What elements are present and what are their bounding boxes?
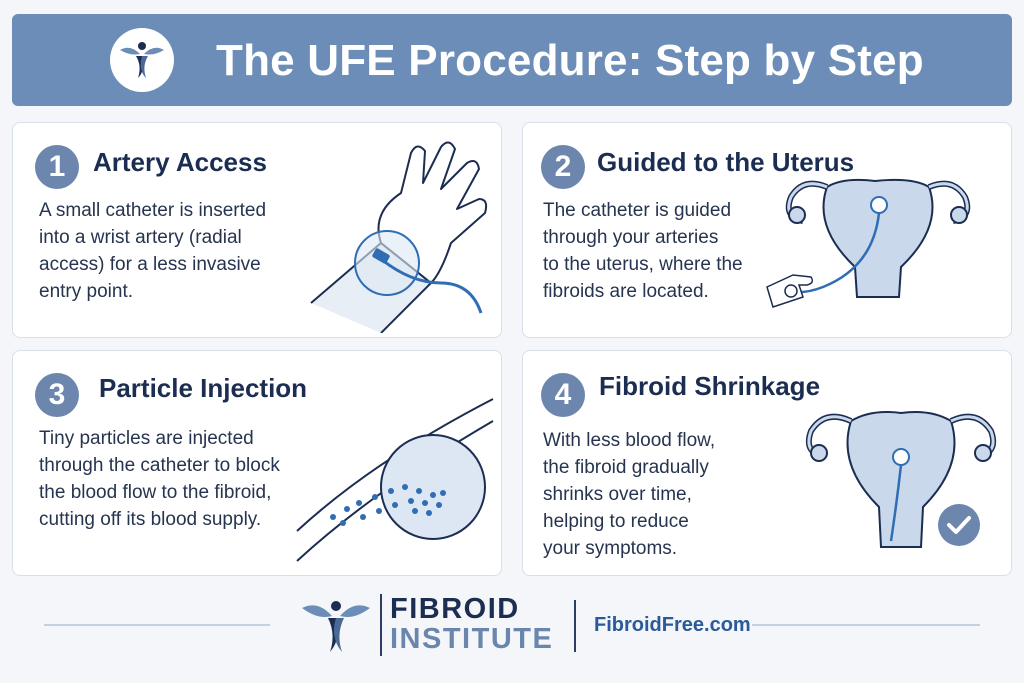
description-line: entry point. xyxy=(39,281,133,302)
description-line: shrinks over time, xyxy=(543,484,692,505)
step-title: Particle Injection xyxy=(99,373,308,403)
footer-rule-left xyxy=(44,624,270,626)
step-description: A small catheter is inserted into a wris… xyxy=(39,197,266,305)
description-line: the blood flow to the fibroid, xyxy=(39,482,272,503)
step-number-badge: 3 xyxy=(35,373,79,417)
header-banner: The UFE Procedure: Step by Step xyxy=(12,14,1012,106)
step-card-1: 1 Artery Access A small catheter is inse… xyxy=(12,122,502,338)
step-title: Guided to the Uterus xyxy=(597,147,855,177)
step-title: Fibroid Shrinkage xyxy=(599,371,821,401)
description-line: to the uterus, where the xyxy=(543,254,743,275)
description-line: access) for a less invasive xyxy=(39,254,261,275)
step-card-2: 2 Guided to the Uterus The catheter is g… xyxy=(522,122,1012,338)
particle-injection-illustration xyxy=(296,398,494,562)
logo-badge xyxy=(110,28,174,92)
description-line: Tiny particles are injected xyxy=(39,428,254,449)
brand-name-line1: FIBROID xyxy=(390,593,520,625)
step-number-badge: 2 xyxy=(541,145,585,189)
checkmark-icon xyxy=(938,504,980,546)
url-divider xyxy=(574,600,576,652)
brand-name-line2: INSTITUTE xyxy=(390,623,554,655)
step-card-3: 3 Particle Injection Tiny particles are … xyxy=(12,350,502,576)
step-number-badge: 1 xyxy=(35,145,79,189)
step-title: Artery Access xyxy=(93,147,267,177)
description-line: The catheter is guided xyxy=(543,200,732,221)
description-line: through your arteries xyxy=(543,227,719,248)
brand-divider xyxy=(380,594,382,656)
wrist-catheter-illustration xyxy=(310,141,488,333)
shrunk-fibroid-illustration xyxy=(805,411,997,548)
description-line: the fibroid gradually xyxy=(543,457,709,478)
step-card-4: 4 Fibroid Shrinkage With less blood flow… xyxy=(522,350,1012,576)
description-line: your symptoms. xyxy=(543,538,678,559)
step-description: Tiny particles are injected through the … xyxy=(39,425,280,533)
description-line: fibroids are located. xyxy=(543,281,709,302)
uterus-catheter-illustration xyxy=(766,178,971,308)
fibroid-institute-logo-icon xyxy=(302,601,370,652)
step-description: With less blood flow, the fibroid gradua… xyxy=(543,427,715,562)
description-line: With less blood flow, xyxy=(543,430,716,451)
website-link[interactable]: FibroidFree.com xyxy=(594,614,751,636)
description-line: through the catheter to block xyxy=(39,455,280,476)
description-line: cutting off its blood supply. xyxy=(39,509,262,530)
ribbon-figure-icon xyxy=(120,42,164,78)
footer-rule-right xyxy=(752,624,980,626)
page-title: The UFE Procedure: Step by Step xyxy=(216,36,924,85)
step-description: The catheter is guided through your arte… xyxy=(543,197,743,305)
description-line: into a wrist artery (radial xyxy=(39,227,242,248)
step-number-badge: 4 xyxy=(541,373,585,417)
description-line: helping to reduce xyxy=(543,511,689,532)
description-line: A small catheter is inserted xyxy=(39,200,267,221)
